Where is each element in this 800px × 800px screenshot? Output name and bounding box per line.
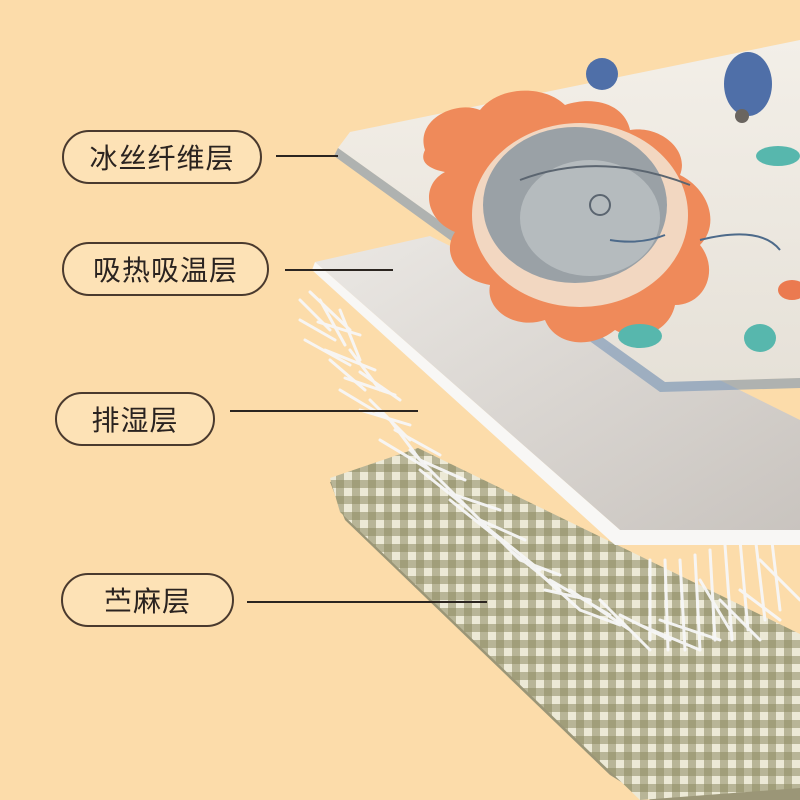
- label-heat-absorbing: 吸热吸温层: [62, 242, 269, 296]
- label-moisture-wicking: 排湿层: [55, 392, 215, 446]
- label-ice-silk-fiber: 冰丝纤维层: [62, 130, 262, 184]
- leader-line-ramie: [247, 601, 487, 603]
- label-ramie: 苎麻层: [61, 573, 234, 627]
- leader-line-ice-silk: [276, 155, 338, 157]
- leader-line-moisture-wicking: [230, 410, 418, 412]
- leader-line-heat-absorbing: [285, 269, 393, 271]
